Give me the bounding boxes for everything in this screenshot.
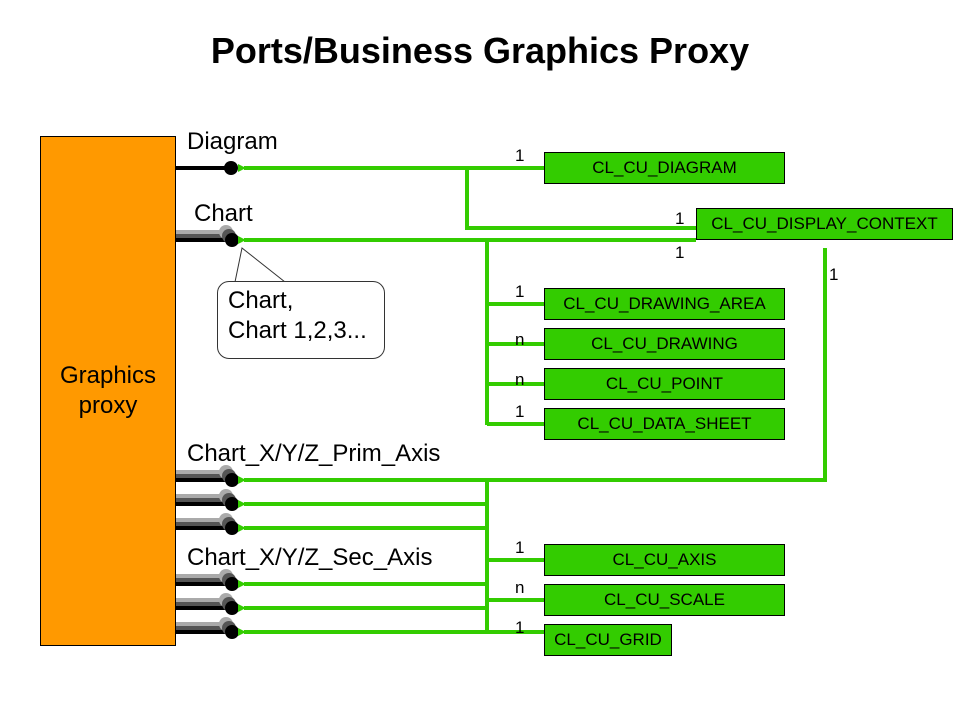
cardinality-display-context-down: 1 xyxy=(829,265,839,284)
green-connectors xyxy=(238,164,827,636)
page-title: Ports/Business Graphics Proxy xyxy=(210,30,750,71)
cardinality-scale: n xyxy=(515,578,525,597)
link-prim-axis xyxy=(238,248,827,484)
multi-port xyxy=(176,569,239,591)
link-diagram-display-context xyxy=(465,168,696,230)
callout-chart-note: Chart, Chart 1,2,3... xyxy=(217,281,385,359)
cardinality-point: n xyxy=(515,370,525,389)
callout-pointer xyxy=(234,247,286,283)
multi-port xyxy=(176,513,239,535)
port-label-sec-axis: Chart_X/Y/Z_Sec_Axis xyxy=(187,544,433,571)
multi-port xyxy=(176,465,239,487)
multi-port xyxy=(176,617,239,639)
cardinality-data-sheet: 1 xyxy=(515,402,525,421)
port-label-chart: Chart xyxy=(194,200,253,227)
cardinality-display-context-bottom: 1 xyxy=(675,243,685,262)
multi-port xyxy=(176,489,239,511)
class-box-axis: CL_CU_AXIS xyxy=(544,544,785,576)
multi-port xyxy=(176,593,239,615)
port-label-prim-axis: Chart_X/Y/Z_Prim_Axis xyxy=(187,440,441,467)
cardinality-grid: 1 xyxy=(515,618,525,637)
class-box-data-sheet: CL_CU_DATA_SHEET xyxy=(544,408,785,440)
class-box-drawing: CL_CU_DRAWING xyxy=(544,328,785,360)
cardinality-drawing: n xyxy=(515,330,525,349)
cardinality-drawing-area: 1 xyxy=(515,282,525,301)
class-box-display-context: CL_CU_DISPLAY_CONTEXT xyxy=(696,208,953,240)
port-label-diagram: Diagram xyxy=(187,128,278,155)
cardinality-diagram: 1 xyxy=(515,146,525,165)
graphics-proxy-label: Graphics proxy xyxy=(59,362,157,419)
class-box-drawing-area: CL_CU_DRAWING_AREA xyxy=(544,288,785,320)
cardinality-axis: 1 xyxy=(515,538,525,557)
port-diagram xyxy=(176,161,238,175)
class-box-grid: CL_CU_GRID xyxy=(544,624,672,656)
cardinality-display-context-top: 1 xyxy=(675,209,685,228)
class-box-point: CL_CU_POINT xyxy=(544,368,785,400)
multi-port xyxy=(176,225,239,247)
class-box-scale: CL_CU_SCALE xyxy=(544,584,785,616)
graphics-proxy-box: Graphics proxy xyxy=(40,136,176,646)
class-box-diagram: CL_CU_DIAGRAM xyxy=(544,152,785,184)
